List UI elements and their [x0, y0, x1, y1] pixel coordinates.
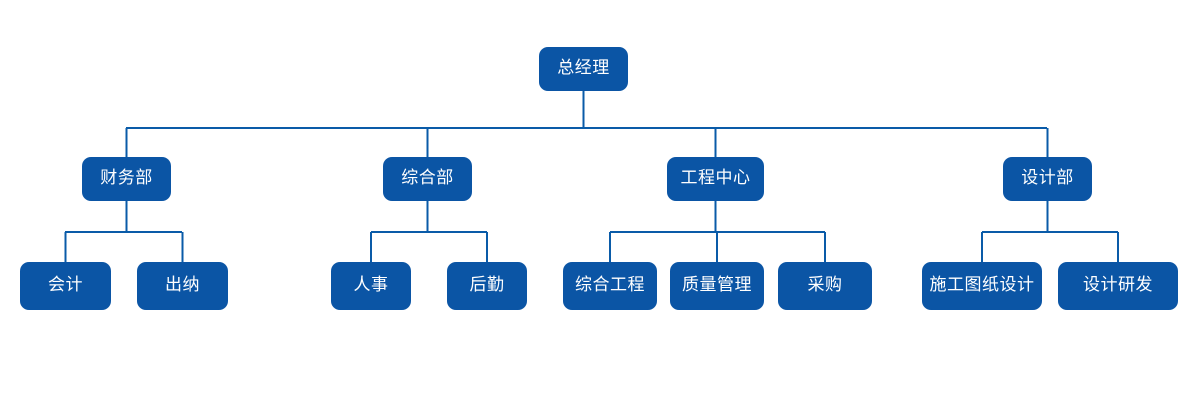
org-node-label-procurement: 采购 — [807, 275, 843, 295]
org-node-design[interactable]: 设计部 — [1003, 157, 1092, 201]
org-node-root[interactable]: 总经理 — [539, 47, 628, 91]
org-node-design-rnd[interactable]: 设计研发 — [1058, 262, 1178, 310]
org-node-hr[interactable]: 人事 — [331, 262, 411, 310]
org-node-construction-drawing[interactable]: 施工图纸设计 — [922, 262, 1042, 310]
org-node-procurement[interactable]: 采购 — [778, 262, 872, 310]
org-node-comprehensive-eng[interactable]: 综合工程 — [563, 262, 657, 310]
org-node-label-logistics: 后勤 — [469, 275, 505, 295]
org-node-label-accounting: 会计 — [48, 275, 83, 295]
org-node-label-quality-mgmt: 质量管理 — [682, 275, 752, 295]
org-node-label-design: 设计部 — [1021, 168, 1074, 188]
org-node-label-general: 综合部 — [401, 168, 454, 188]
org-node-label-comprehensive-eng: 综合工程 — [575, 275, 645, 295]
org-node-label-design-rnd: 设计研发 — [1083, 275, 1153, 295]
org-node-engineering[interactable]: 工程中心 — [667, 157, 764, 201]
org-node-label-finance: 财务部 — [100, 168, 153, 188]
org-node-label-construction-drawing: 施工图纸设计 — [929, 275, 1035, 295]
org-node-label-hr: 人事 — [353, 275, 389, 295]
org-node-general[interactable]: 综合部 — [383, 157, 472, 201]
org-node-label-cashier: 出纳 — [165, 275, 200, 295]
org-node-logistics[interactable]: 后勤 — [447, 262, 527, 310]
org-node-accounting[interactable]: 会计 — [20, 262, 111, 310]
org-node-label-root: 总经理 — [557, 58, 610, 78]
org-node-label-engineering: 工程中心 — [680, 168, 751, 188]
org-node-finance[interactable]: 财务部 — [82, 157, 171, 201]
org-node-cashier[interactable]: 出纳 — [137, 262, 228, 310]
org-node-quality-mgmt[interactable]: 质量管理 — [670, 262, 764, 310]
